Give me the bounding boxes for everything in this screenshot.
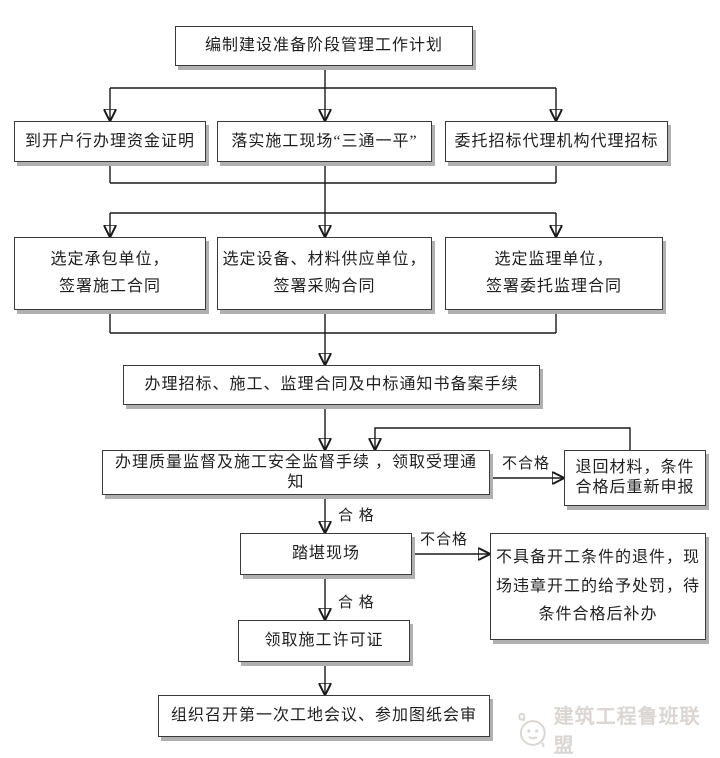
watermark: 建筑工程鲁班联盟 <box>512 700 720 758</box>
node-permit-label: 领取施工许可证 <box>264 632 384 649</box>
node-supplier-line2: 签署采购合同 <box>273 277 376 295</box>
node-filing-label: 办理招标、施工、监理合同及中标通知书备案手续 <box>144 376 519 393</box>
node-plan-label: 编制建设准备阶段管理工作计划 <box>204 37 443 54</box>
node-quality-supervision: 办理质量监督及施工安全监督手续 ，领取受理通知 <box>102 450 490 495</box>
node-quality-supervision-label: 办理质量监督及施工安全监督手续 ，领取受理通知 <box>114 453 477 491</box>
node-site-visit-label: 踏堪现场 <box>291 545 360 562</box>
node-supplier: 选定设备、材料供应单位， 签署采购合同 <box>217 237 432 310</box>
node-reject-line3: 条件合格后补办 <box>538 605 658 623</box>
node-bid-agency-label: 委托招标代理机构代理招标 <box>454 132 659 150</box>
node-return-materials: 退回材料，条件 合格后重新申报 <box>564 450 706 506</box>
watermark-text: 建筑工程鲁班联盟 <box>553 706 701 757</box>
node-reject-line1: 不具备开工条件的退件，现 <box>495 549 700 567</box>
node-first-meeting-label: 组织召开第一次工地会议、参加图纸会审 <box>170 707 477 724</box>
node-filing: 办理招标、施工、监理合同及中标通知书备案手续 <box>123 365 540 405</box>
node-contractor-line1: 选定承包单位， <box>50 251 170 269</box>
luban-mascot-icon <box>518 713 546 748</box>
edge-label-fail-supervision: 不合格 <box>502 456 551 472</box>
edge-label-pass-supervision: 合 格 <box>338 508 375 524</box>
node-permit: 领取施工许可证 <box>238 620 410 662</box>
node-plan: 编制建设准备阶段管理工作计划 <box>175 26 473 66</box>
node-fund-proof: 到开户行办理资金证明 <box>14 121 206 162</box>
node-site-prep-label: 落实施工现场“三通一平” <box>231 132 418 150</box>
node-supplier-line1: 选定设备、材料供应单位， <box>222 251 427 269</box>
edge-label-pass-site-visit: 合 格 <box>338 595 375 611</box>
edge-label-fail-site-visit: 不合格 <box>420 532 469 548</box>
node-return-materials-line1: 退回材料，条件 <box>575 458 695 476</box>
node-return-materials-line2: 合格后重新申报 <box>575 479 695 497</box>
node-bid-agency: 委托招标代理机构代理招标 <box>445 121 668 162</box>
node-reject-line2: 场违章开工的给予处罚，待 <box>495 577 700 595</box>
node-supervisor-line2: 签署委托监理合同 <box>485 277 622 295</box>
node-site-visit: 踏堪现场 <box>240 533 412 575</box>
node-site-prep: 落实施工现场“三通一平” <box>217 121 432 162</box>
node-contractor-line2: 签署施工合同 <box>58 277 161 295</box>
node-reject: 不具备开工条件的退件，现 场违章开工的给予处罚，待 条件合格后补办 <box>490 533 706 640</box>
node-fund-proof-label: 到开户行办理资金证明 <box>24 132 195 150</box>
node-contractor: 选定承包单位， 签署施工合同 <box>14 237 206 310</box>
node-first-meeting: 组织召开第一次工地会议、参加图纸会审 <box>158 695 490 737</box>
node-supervisor-line1: 选定监理单位， <box>494 251 614 269</box>
node-supervisor: 选定监理单位， 签署委托监理合同 <box>445 237 663 310</box>
edge-return-feedback <box>375 427 631 450</box>
